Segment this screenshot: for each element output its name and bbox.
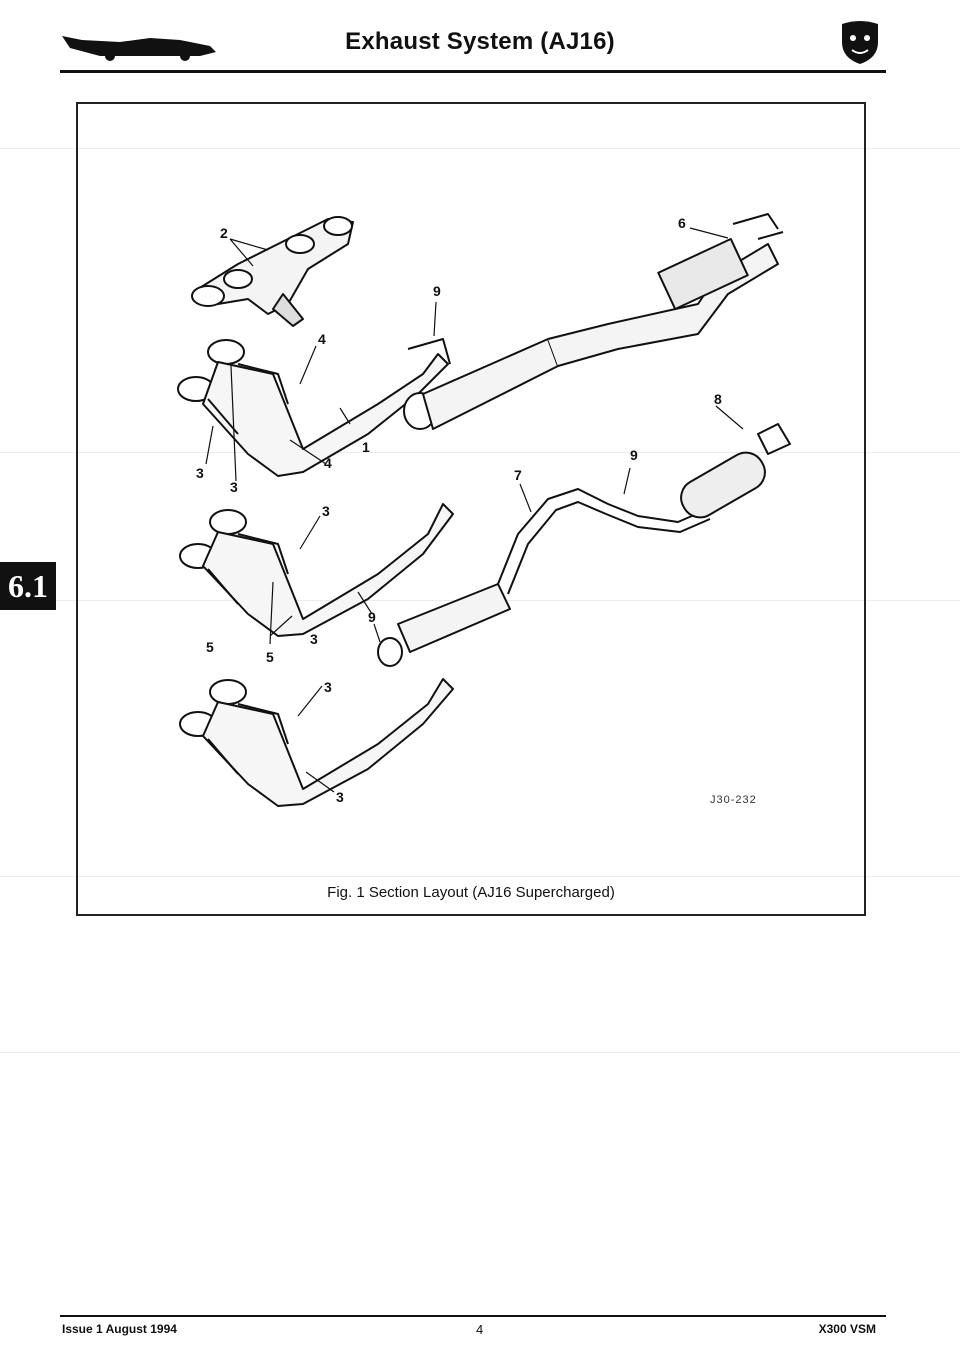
callout-3-b: 3 [230, 479, 238, 495]
callout-4-upper: 4 [318, 331, 326, 347]
callout-2: 2 [220, 225, 228, 241]
callout-1: 1 [362, 439, 370, 455]
section-tab: 6.1 [0, 562, 56, 610]
header-rule [60, 70, 886, 73]
downpipe-assembly-middle [179, 503, 454, 637]
jaguar-growler-badge-icon [842, 21, 878, 64]
callout-3-e: 3 [324, 679, 332, 695]
figure-caption: Fig. 1 Section Layout (AJ16 Supercharged… [327, 884, 615, 901]
callout-3-d: 3 [310, 631, 318, 647]
exhaust-manifold [191, 216, 354, 327]
car-silhouette-logo [62, 36, 216, 61]
page-number: 4 [476, 1322, 484, 1337]
callout-7: 7 [514, 467, 522, 483]
exhaust-system-illustration: 2 6 9 4 8 1 4 3 3 9 7 3 9 3 5 5 3 3 [177, 213, 791, 807]
callout-5-b: 5 [266, 649, 274, 665]
callout-9-upper: 9 [433, 283, 441, 299]
callout-8: 8 [714, 391, 722, 407]
callout-3-a: 3 [196, 465, 204, 481]
rear-silencer-assembly [377, 423, 791, 667]
callout-9-lower: 9 [368, 609, 376, 625]
manual-code: X300 VSM [818, 1322, 876, 1336]
figure-frame: 2 6 9 4 8 1 4 3 3 9 7 3 9 3 5 5 3 3 J30-… [76, 102, 866, 916]
downpipe-assembly-lower [179, 678, 454, 807]
callout-9-middle: 9 [630, 447, 638, 463]
callout-6: 6 [678, 215, 686, 231]
downpipe-assembly-upper [177, 338, 451, 477]
issue-date: Issue 1 August 1994 [62, 1322, 177, 1336]
figure-reference-code: J30-232 [710, 794, 757, 806]
callout-5-a: 5 [206, 639, 214, 655]
callout-3-f: 3 [336, 789, 344, 805]
footer-rule [60, 1315, 886, 1317]
page-title: Exhaust System (AJ16) [345, 28, 615, 55]
intermediate-pipe [403, 213, 784, 430]
callout-3-c: 3 [322, 503, 330, 519]
callout-4-lower: 4 [324, 455, 332, 471]
